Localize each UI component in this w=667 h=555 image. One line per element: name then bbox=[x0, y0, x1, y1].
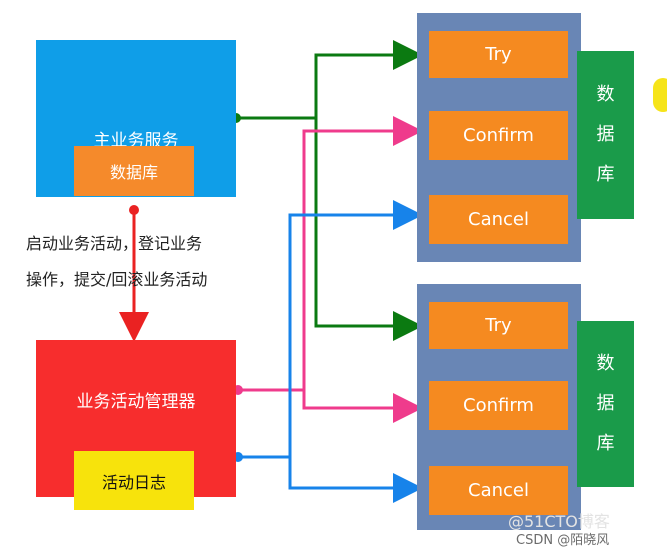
yellow-edge-marker bbox=[653, 78, 667, 112]
confirm-arrow-top bbox=[238, 116, 423, 392]
try-arrow-bottom bbox=[314, 118, 423, 341]
db-char: 数 bbox=[596, 84, 615, 105]
db-char: 据 bbox=[596, 393, 615, 414]
cancel-arrow-top bbox=[238, 200, 423, 459]
caption-line-2: 操作，提交/回滚业务活动 bbox=[26, 270, 208, 289]
site-watermark: @51CTO博客 bbox=[508, 512, 610, 531]
main-service-database-box: 数据库 bbox=[74, 146, 194, 196]
cancel-arrow-bottom bbox=[288, 457, 423, 503]
credit-watermark: CSDN @陌晓风 bbox=[516, 533, 610, 548]
activity-log-box: 活动日志 bbox=[74, 451, 194, 510]
confirm-box-bottom: Confirm bbox=[429, 381, 568, 430]
caption-line-1: 启动业务活动，登记业务 bbox=[26, 234, 203, 253]
database-box-bottom: 数 据 库 bbox=[577, 321, 634, 487]
db-char: 据 bbox=[596, 124, 615, 145]
try-arrow-top bbox=[236, 40, 423, 120]
database-box-top: 数 据 库 bbox=[577, 51, 634, 219]
db-char: 数 bbox=[596, 353, 615, 374]
db-char: 库 bbox=[596, 433, 615, 454]
db-char: 库 bbox=[596, 164, 615, 185]
try-box-top: Try bbox=[429, 31, 568, 78]
try-box-bottom: Try bbox=[429, 302, 568, 349]
confirm-box-top: Confirm bbox=[429, 111, 568, 160]
cancel-box-top: Cancel bbox=[429, 195, 568, 244]
cancel-box-bottom: Cancel bbox=[429, 466, 568, 515]
activity-manager-label: 业务活动管理器 bbox=[76, 392, 196, 412]
confirm-arrow-bottom bbox=[302, 390, 423, 423]
